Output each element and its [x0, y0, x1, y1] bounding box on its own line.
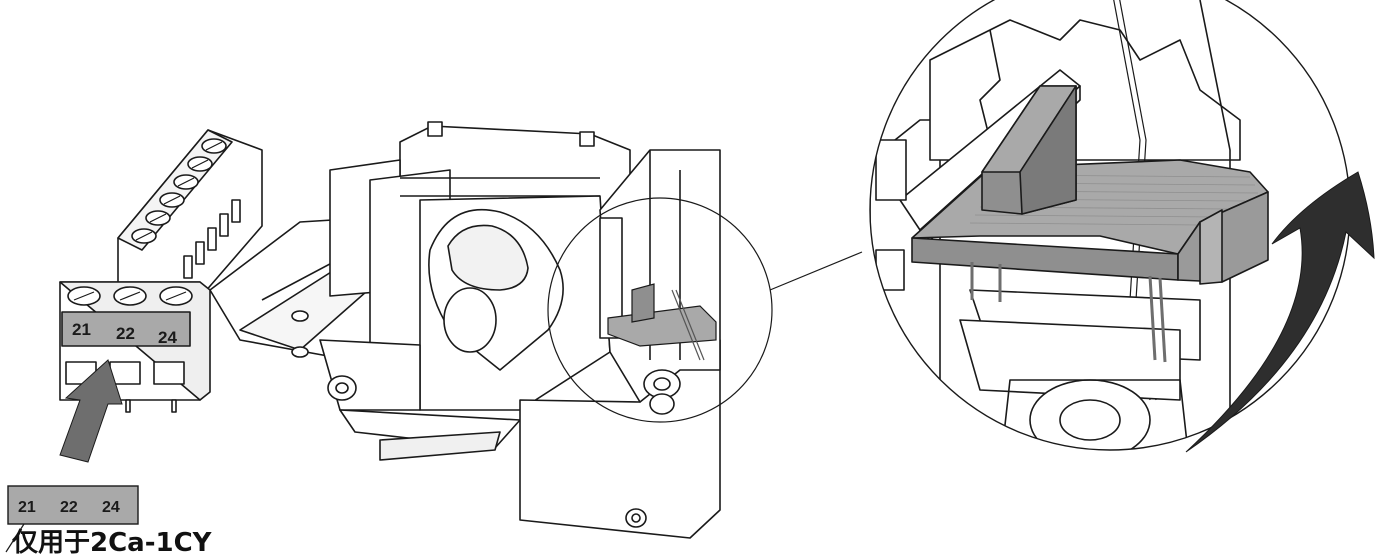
- legend-label-24: 24: [102, 499, 120, 516]
- terminal-label-24: 24: [158, 328, 177, 347]
- contact-slider-large: [911, 85, 1269, 363]
- terminal-label-21: 21: [72, 320, 91, 339]
- terminal-label-plate: [61, 311, 191, 347]
- insertion-arrow: [59, 359, 123, 463]
- motion-arrow: [1185, 171, 1375, 453]
- terminal-label-22: 22: [116, 324, 135, 343]
- base-screw-lower: [291, 346, 309, 358]
- slider-legs: [970, 262, 1167, 363]
- front-screw-row: [67, 286, 193, 306]
- terminal-block: [59, 129, 263, 413]
- upper-screw-slots: [135, 141, 223, 241]
- base-screw-upper: [291, 310, 309, 322]
- legend-leader-line: [5, 523, 25, 553]
- legend-label-21: 21: [18, 499, 36, 516]
- legend-label-22: 22: [60, 499, 78, 516]
- button-centre: [443, 287, 497, 353]
- contact-slider-small: [607, 283, 717, 361]
- terminal-label-texts: 21 22 24: [72, 320, 177, 347]
- legend-plate: 21 22 24: [7, 485, 139, 525]
- terminal-ribs: [183, 199, 241, 279]
- wire-entry-openings: [65, 361, 185, 385]
- magnify-connector-line: [769, 251, 863, 291]
- usage-note-caption: 仅用于2Ca-1CY: [12, 528, 212, 558]
- magnify-source-circle: [547, 197, 773, 423]
